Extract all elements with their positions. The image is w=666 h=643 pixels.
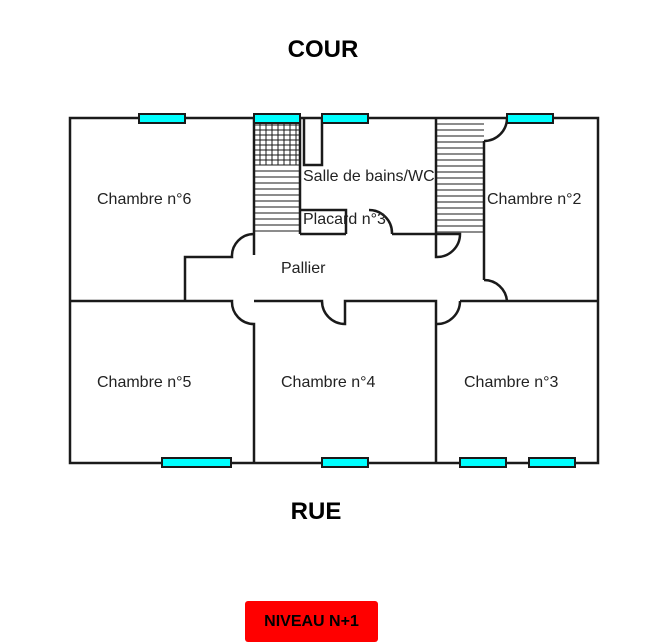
window <box>138 113 186 124</box>
window <box>506 113 554 124</box>
room-placard: Placard n°3 <box>303 211 386 228</box>
room-chambre-4: Chambre n°4 <box>281 374 376 391</box>
window <box>528 457 576 468</box>
room-chambre-5: Chambre n°5 <box>97 374 192 391</box>
window <box>321 457 369 468</box>
label-cour: COUR <box>287 36 359 63</box>
room-chambre-3: Chambre n°3 <box>464 374 559 391</box>
walls <box>68 116 600 465</box>
window <box>253 113 301 124</box>
level-badge: NIVEAU N+1 <box>245 601 378 642</box>
room-chambre-2: Chambre n°2 <box>487 191 582 208</box>
staircase-right <box>436 123 484 233</box>
room-pallier: Pallier <box>281 260 326 277</box>
room-salle-de-bains: Salle de bains/WC <box>303 168 435 185</box>
staircase-left <box>254 118 300 232</box>
window <box>459 457 507 468</box>
window <box>321 113 369 124</box>
room-chambre-6: Chambre n°6 <box>97 191 192 208</box>
windows <box>138 113 576 468</box>
window <box>161 457 232 468</box>
label-rue: RUE <box>290 498 342 525</box>
